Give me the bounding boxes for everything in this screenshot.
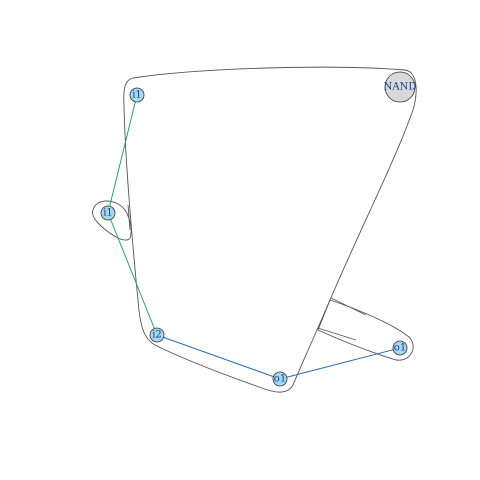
hyperedge-hull-i1: [92, 200, 132, 241]
node-o1a[interactable]: o1: [272, 371, 288, 387]
node-circle[interactable]: [272, 371, 288, 387]
hyperedge-hull-main: [123, 66, 417, 393]
node-circle[interactable]: [392, 340, 408, 356]
node-label: o1: [394, 343, 406, 354]
node-label: i1: [103, 208, 113, 219]
hull-connector-right-1: [330, 297, 367, 316]
node-label: o1: [274, 374, 286, 385]
hull-connector-left-1: [127, 204, 131, 231]
edge-i1a-i1b: [107, 94, 138, 214]
node-i1a[interactable]: i1: [129, 87, 145, 103]
edge-o1a-o1b: [279, 347, 401, 380]
node-circle[interactable]: [149, 327, 165, 343]
node-label: i2: [152, 330, 162, 341]
node-label: NAND: [384, 82, 417, 93]
hull-connector-right-2: [317, 327, 357, 341]
hyperedge-hull-o1: [317, 299, 414, 361]
node-nand[interactable]: NAND: [384, 71, 417, 103]
node-i2[interactable]: i2: [149, 327, 165, 343]
node-circle[interactable]: [129, 87, 145, 103]
nodes-layer: i1 i1 i2 o1 o1 NAND: [100, 71, 417, 387]
node-circle[interactable]: [100, 205, 116, 221]
node-circle[interactable]: [384, 71, 416, 103]
edges-layer: [107, 94, 401, 380]
edge-i2-o1a: [156, 334, 281, 380]
node-i1b[interactable]: i1: [100, 205, 116, 221]
node-o1b[interactable]: o1: [392, 340, 408, 356]
edge-i1b-i2: [107, 212, 158, 336]
node-label: i1: [132, 90, 142, 101]
